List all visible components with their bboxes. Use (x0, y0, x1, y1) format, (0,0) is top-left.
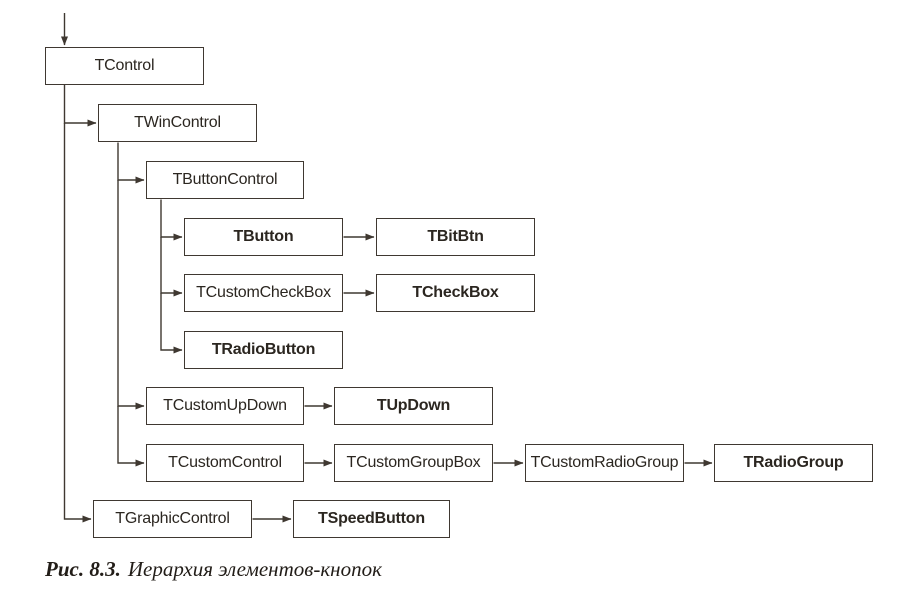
node-tradiogroup: TRadioGroup (714, 444, 873, 482)
node-tcustomcheckbox: TCustomCheckBox (184, 274, 343, 312)
edge-tbuttoncontrol-tcustomcheckbox (160, 237, 183, 297)
edge-tbuttoncontrol-tradiobutton (160, 293, 183, 354)
node-tcustomradiogroup: TCustomRadioGroup (525, 444, 684, 482)
node-tspeedbutton: TSpeedButton (293, 500, 450, 538)
figure-caption: Рис. 8.3.Иерархия элементов-кнопок (45, 557, 382, 582)
node-tcontrol: TControl (45, 47, 204, 85)
edge-tcontrol-tgraphiccontrol (63, 123, 92, 523)
edge-twincontrol-tbuttoncontrol (117, 142, 145, 184)
edge-tbuttoncontrol-tbutton (160, 199, 183, 241)
figure-caption-number: Рис. 8.3. (45, 557, 121, 581)
edge-tcontrol-twincontrol (63, 85, 97, 127)
node-tbuttoncontrol: TButtonControl (146, 161, 304, 199)
node-twincontrol: TWinControl (98, 104, 257, 142)
node-tcustomgroupbox: TCustomGroupBox (334, 444, 493, 482)
node-tcheckbox: TCheckBox (376, 274, 535, 312)
node-tradiobutton: TRadioButton (184, 331, 343, 369)
node-tcustomcontrol: TCustomControl (146, 444, 304, 482)
node-tupdown: TUpDown (334, 387, 493, 425)
node-tbitbtn: TBitBtn (376, 218, 535, 256)
edge-twincontrol-tcustomupdown (117, 180, 145, 410)
node-tbutton: TButton (184, 218, 343, 256)
node-tgraphiccontrol: TGraphicControl (93, 500, 252, 538)
figure-caption-title: Иерархия элементов-кнопок (127, 557, 382, 581)
node-tcustomupdown: TCustomUpDown (146, 387, 304, 425)
edge-twincontrol-tcustomcontrol (117, 406, 145, 467)
